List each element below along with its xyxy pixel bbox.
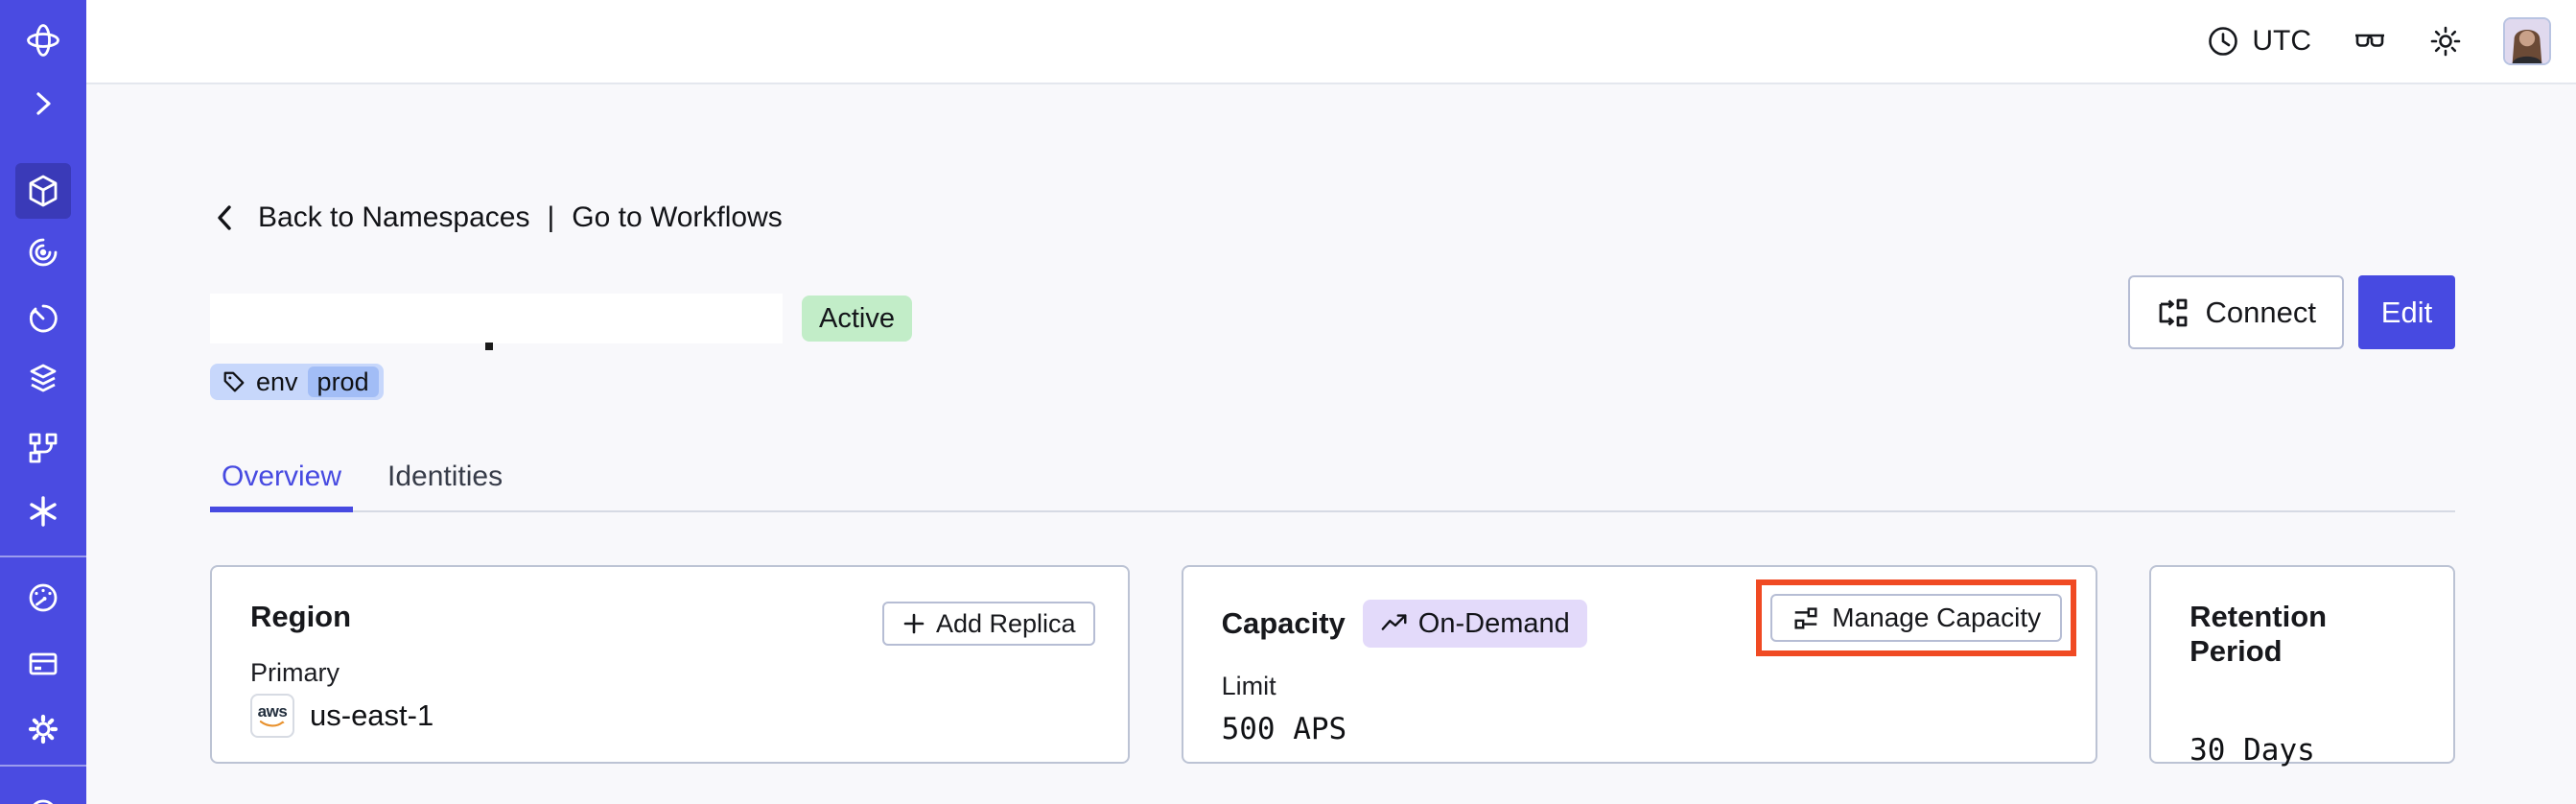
connect-icon (2159, 298, 2187, 326)
timezone-selector[interactable]: UTC (2206, 24, 2311, 59)
sidebar-divider (0, 556, 86, 557)
manage-capacity-label: Manage Capacity (1832, 603, 2042, 632)
retention-value: 30 Days (2190, 733, 2315, 768)
namespace-name-dot (485, 343, 493, 350)
breadcrumb-workflows-link[interactable]: Go to Workflows (572, 201, 783, 233)
deployments-branch-icon (29, 433, 58, 463)
sidebar-item-workflows[interactable] (26, 235, 60, 270)
support-icon (33, 799, 54, 804)
retention-spacer (2190, 692, 2421, 722)
region-card-title: Region (250, 600, 352, 633)
schedules-clock-icon (29, 304, 58, 333)
add-replica-button[interactable]: Add Replica (881, 602, 1095, 646)
sidebar-item-namespaces[interactable] (26, 174, 60, 208)
region-primary-label: Primary (250, 658, 340, 687)
connect-button[interactable]: Connect (2127, 275, 2344, 349)
retention-card-title: Retention Period (2190, 600, 2328, 668)
annotation-highlight-box: Manage Capacity (1756, 579, 2077, 656)
aws-logo: aws (250, 694, 294, 738)
capacity-limit-label: Limit (1221, 672, 1276, 700)
edit-button[interactable]: Edit (2358, 275, 2455, 349)
trending-up-icon (1381, 614, 1407, 630)
billing-card-icon (29, 652, 58, 675)
region-card: Region Add Replica Primary aws us-east-1 (210, 565, 1130, 764)
clock-icon (2209, 27, 2238, 56)
workflows-spiral-icon (29, 238, 58, 267)
chevron-left-icon[interactable] (210, 202, 241, 233)
sidebar (0, 0, 86, 804)
namespace-name-redacted (210, 294, 783, 343)
tab-overview[interactable]: Overview (210, 461, 354, 512)
temporal-logo-icon[interactable] (26, 23, 60, 58)
edit-button-label: Edit (2380, 295, 2433, 329)
tag-value: prod (307, 367, 379, 397)
settings-gear-icon (28, 714, 59, 745)
layers-icon (30, 364, 57, 392)
tab-identities[interactable]: Identities (387, 461, 503, 492)
ondemand-badge-label: On-Demand (1417, 607, 1570, 639)
connect-button-label: Connect (2205, 295, 2316, 329)
capacity-card: Capacity On-Demand Manage Capacity (1181, 565, 2098, 764)
capacity-value: 500 APS (1221, 712, 1347, 746)
main-content: Back to Namespaces | Go to Workflows Act… (86, 84, 2576, 804)
sliders-icon (1794, 607, 1817, 629)
sidebar-item-usage[interactable] (26, 580, 60, 615)
sidebar-item-support[interactable] (26, 798, 60, 804)
sidebar-item-deployments[interactable] (26, 431, 60, 465)
usage-gauge-icon (29, 583, 58, 612)
region-value: us-east-1 (310, 698, 434, 732)
add-replica-label: Add Replica (935, 608, 1076, 638)
sidebar-divider (0, 765, 86, 767)
tag-icon (223, 371, 245, 392)
tag-key: env (256, 367, 298, 396)
status-badge: Active (802, 296, 912, 342)
namespace-header: Active Connect Edit (210, 275, 2455, 350)
sidebar-expand-chevron-icon[interactable] (26, 86, 60, 121)
capacity-card-title: Capacity (1221, 606, 1346, 640)
theme-sun-icon[interactable] (2428, 24, 2463, 59)
breadcrumb-separator: | (547, 201, 555, 233)
sidebar-item-batch[interactable] (26, 362, 60, 396)
aws-smile-icon (259, 721, 285, 727)
nexus-asterisk-icon (30, 496, 57, 527)
manage-capacity-button[interactable]: Manage Capacity (1770, 594, 2063, 642)
namespaces-cube-icon (29, 175, 58, 207)
breadcrumb-back-link[interactable]: Back to Namespaces (258, 201, 530, 233)
sidebar-item-settings[interactable] (26, 712, 60, 746)
aws-logo-text: aws (257, 702, 288, 721)
tab-bar: Overview Identities (210, 461, 2455, 512)
avatar[interactable] (2503, 17, 2551, 65)
retention-card: Retention Period 30 Days (2149, 565, 2455, 768)
sidebar-item-schedules[interactable] (26, 301, 60, 336)
overview-cards: Region Add Replica Primary aws us-east-1 (210, 565, 2455, 768)
ondemand-badge: On-Demand (1362, 600, 1587, 648)
topbar: UTC (86, 0, 2576, 84)
sidebar-item-nexus[interactable] (26, 494, 60, 529)
breadcrumb: Back to Namespaces | Go to Workflows (210, 201, 2455, 234)
namespace-tag-chip[interactable]: env prod (210, 364, 384, 400)
glasses-icon[interactable] (2352, 23, 2388, 59)
sidebar-item-billing[interactable] (26, 647, 60, 681)
timezone-label: UTC (2252, 25, 2311, 57)
plus-icon (903, 613, 925, 634)
avatar-image (2505, 19, 2549, 63)
